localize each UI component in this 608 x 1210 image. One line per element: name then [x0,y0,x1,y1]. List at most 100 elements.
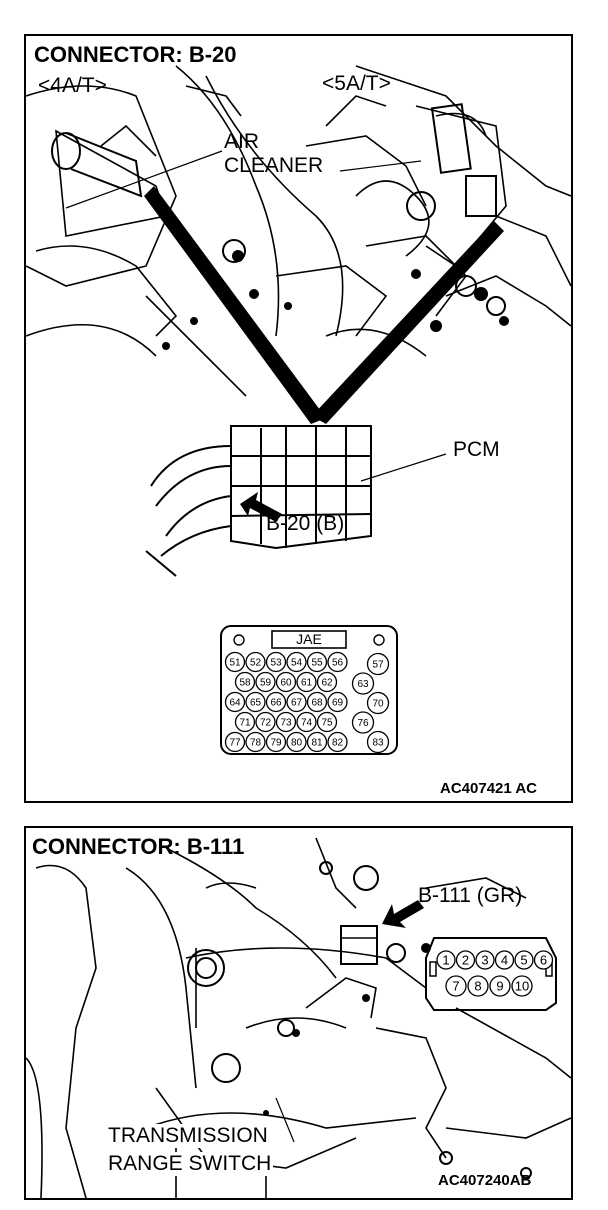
connector-pin: 61 [296,671,317,693]
connector-pin-number: 51 [229,658,241,669]
connector-pin: 76 [351,711,375,734]
connector-pin: 4 [494,950,515,970]
connector-pin-number: 52 [250,658,262,669]
connector-pin-number: 64 [229,698,241,709]
connector-pin: 72 [255,711,276,733]
connector-pin: 3 [475,950,495,970]
connector-pin: 60 [275,671,297,693]
connector-pin-number: 74 [301,718,313,729]
connector-pin-number: 59 [260,678,272,689]
connector-pin-number: 66 [270,698,282,709]
connector-pin: 74 [296,711,317,733]
connector-title: CONNECTOR: B-20 [34,42,237,67]
connector-pin-number: 79 [270,738,282,749]
pcm-label: PCM [453,438,500,461]
connector-pin: 53 [265,651,287,673]
connector-pin-number: 4 [501,953,508,968]
connector-pin-number: 65 [250,698,262,709]
engine-bay-illustration: 51 52 53 54 55 56 58 59 60 61 62 64 65 66 67 68 69 71 72 73… [26,65,571,755]
connector-pin-number: 6 [540,953,547,968]
connector-pin: 56 [327,651,348,673]
connector-pin: 52 [245,651,266,673]
connector-pin-number: 83 [372,738,384,749]
connector-pin: 59 [255,671,276,693]
connector-pin-number: 57 [372,660,384,671]
connector-pin: 82 [327,731,348,753]
connector-pin: 5 [514,950,534,970]
connector-pin-number: 3 [481,953,488,968]
connector-pin: 54 [286,651,307,673]
connector-pin-number: 73 [280,718,292,729]
jae-connector-face: 51 52 53 54 55 56 58 59 60 61 62 64 65 66 67 68 69 71 72 73… [220,625,398,755]
connector-pin-number: 67 [291,698,303,709]
connector-pin-number: 71 [239,718,251,729]
connector-pin: 66 [265,691,287,713]
connector-pin-number: 68 [311,698,323,709]
connector-pin: 63 [351,672,375,695]
component-label-line1: TRANSMISSION [106,1124,270,1148]
connector-pin-number: 53 [270,658,282,669]
connector-pin: 2 [455,950,476,970]
connector-pin-number: 72 [260,718,272,729]
b20-connector-label: B-20 (B) [266,512,345,535]
connector-pin: 8 [467,975,489,997]
connector-pin: 68 [306,691,328,713]
pcm-unit [145,425,372,577]
b111-connector-label: B-111 (GR) [418,884,523,907]
air-cleaner-label-line1: AIR [224,130,260,153]
connector-pin-number: 9 [496,979,503,994]
connector-pin: 73 [275,711,297,733]
connector-pin-number: 58 [239,678,251,689]
connector-pin: 51 [224,651,246,673]
connector-pin: 57 [366,652,390,676]
connector-pin-number: 55 [311,658,323,669]
component-label-line2: RANGE SWITCH [106,1152,274,1176]
connector-pin-number: 2 [462,953,469,968]
connector-pin-number: 60 [280,678,292,689]
connector-pin: 62 [316,671,338,693]
connector-title: CONNECTOR: B-111 [32,834,245,859]
connector-pin-number: 62 [321,678,333,689]
connector-pin-number: 61 [301,678,313,689]
connector-pin: 77 [224,731,246,753]
connector-pin: 65 [245,691,266,713]
connector-pin: 64 [224,691,246,713]
connector-pin: 83 [366,730,390,754]
connector-pin-number: 7 [452,979,459,994]
connector-pin: 81 [306,731,328,753]
connector-pin-number: 56 [332,658,344,669]
connector-pin: 79 [265,731,287,753]
connector-pin: 55 [306,651,328,673]
connector-pin: 1 [436,950,456,970]
connector-pin: 70 [366,691,390,715]
connector-pin-number: 63 [357,679,369,690]
connector-pin: 9 [489,975,511,997]
connector-pin: 7 [445,975,467,997]
connector-pin-number: 77 [229,738,241,749]
connector-pin: 58 [234,671,256,693]
connector-pin-number: 78 [250,738,262,749]
figure-code: AC407421 AC [440,780,537,797]
connector-pin-number: 81 [311,738,323,749]
connector-pin: 67 [286,691,307,713]
connector-pin-number: 70 [372,699,384,710]
connector-pin: 71 [234,711,256,733]
connector-pin: 75 [316,711,338,733]
connector-pin-number: 80 [291,738,303,749]
connector-pin-number: 82 [332,738,344,749]
connector-pin-number: 75 [321,718,333,729]
air-cleaner-label-line2: CLEANER [224,154,324,177]
variant-4at-label: <4A/T> [38,74,107,97]
jae-type-label: JAE [296,631,322,647]
connector-pin-number: 76 [357,718,369,729]
connector-b20-panel: 51 52 53 54 55 56 58 59 60 61 62 64 65 66 67 68 69 71 72 73… [24,34,573,803]
connector-pin-number: 5 [520,953,527,968]
connector-pin-number: 54 [291,658,303,669]
connector-pin-number: 1 [442,953,449,968]
variant-5at-label: <5A/T> [322,72,391,95]
connector-pin-number: 69 [332,698,344,709]
connector-pin: 69 [327,691,348,713]
connector-pin: 10 [511,975,533,997]
figure-code: AC407240AB [438,1172,532,1189]
